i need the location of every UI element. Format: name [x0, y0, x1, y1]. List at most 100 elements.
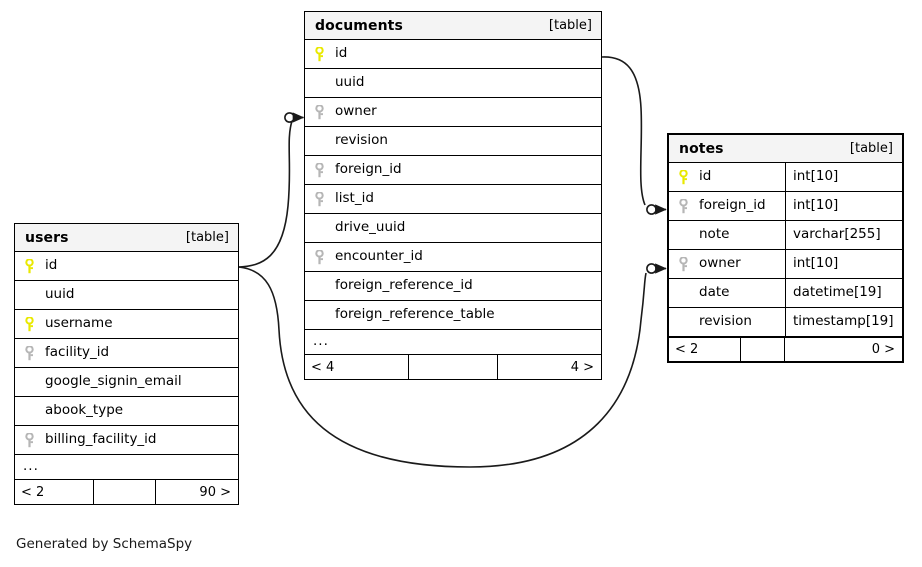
table-users-footer: < 2 90 > — [15, 480, 238, 504]
table-row[interactable]: uuid — [305, 69, 601, 98]
column-name: billing_facility_id — [45, 431, 157, 448]
column-cell: foreign_id — [305, 156, 601, 184]
foreign-key-icon — [25, 345, 45, 361]
optional-marker-circle — [284, 112, 295, 123]
foreign-key-icon — [315, 191, 335, 207]
column-name: drive_uuid — [335, 219, 406, 236]
generated-by-caption: Generated by SchemaSpy — [16, 536, 193, 552]
column-cell: id — [669, 163, 785, 191]
column-cell: id — [15, 252, 238, 280]
foreign-key-icon — [679, 198, 699, 214]
primary-key-icon — [25, 258, 45, 274]
column-cell: note — [669, 221, 785, 249]
column-name: facility_id — [45, 344, 110, 361]
column-name: list_id — [335, 190, 374, 207]
table-notes-footer: < 2 0 > — [669, 337, 902, 361]
primary-key-icon — [315, 46, 335, 62]
column-type-cell: timestamp[19] — [785, 308, 902, 336]
table-row[interactable]: facility_id — [15, 339, 238, 368]
table-documents-title: documents — [315, 17, 403, 34]
table-row[interactable]: drive_uuid — [305, 214, 601, 243]
inbound-relationship-count: < 4 — [305, 355, 409, 379]
table-row[interactable]: revision timestamp[19] — [669, 308, 902, 337]
table-notes-header: notes [table] — [669, 135, 902, 163]
table-row[interactable]: owner int[10] — [669, 250, 902, 279]
table-row[interactable]: foreign_id — [305, 156, 601, 185]
column-name: revision — [335, 132, 388, 149]
table-notes[interactable]: notes [table] id int[10] foreign_id — [667, 133, 904, 363]
primary-key-icon — [679, 169, 699, 185]
column-name: foreign_id — [335, 161, 402, 178]
column-type: int[10] — [793, 255, 839, 272]
column-cell: date — [669, 279, 785, 307]
edge-documents-id-to-notes-foreign-id — [601, 56, 667, 215]
table-row[interactable]: id int[10] — [669, 163, 902, 192]
column-name: uuid — [45, 286, 75, 303]
table-row[interactable]: uuid — [15, 281, 238, 310]
column-type-cell: int[10] — [785, 163, 902, 191]
column-cell: encounter_id — [305, 243, 601, 271]
column-type: datetime[19] — [793, 284, 882, 301]
table-row[interactable]: foreign_reference_id — [305, 272, 601, 301]
table-row[interactable]: revision — [305, 127, 601, 156]
column-cell: list_id — [305, 185, 601, 213]
column-name: date — [699, 284, 730, 301]
inbound-relationship-count: < 2 — [15, 480, 94, 504]
column-cell: facility_id — [15, 339, 238, 367]
column-name: foreign_id — [699, 197, 766, 214]
primary-key-icon — [25, 316, 45, 332]
table-row[interactable]: id — [305, 40, 601, 69]
column-name: foreign_reference_table — [335, 306, 495, 323]
column-cell: uuid — [15, 281, 238, 309]
column-type: int[10] — [793, 197, 839, 214]
table-row[interactable]: foreign_id int[10] — [669, 192, 902, 221]
table-users-kind: [table] — [185, 230, 229, 245]
column-cell: drive_uuid — [305, 214, 601, 242]
table-notes-kind: [table] — [849, 141, 893, 156]
column-type-cell: datetime[19] — [785, 279, 902, 307]
table-documents-header: documents [table] — [305, 12, 601, 40]
column-name: foreign_reference_id — [335, 277, 473, 294]
column-cell: foreign_reference_table — [305, 301, 601, 329]
table-row[interactable]: id — [15, 252, 238, 281]
foreign-key-icon — [679, 256, 699, 272]
table-row[interactable]: note varchar[255] — [669, 221, 902, 250]
table-users-title: users — [25, 229, 69, 246]
table-row[interactable]: owner — [305, 98, 601, 127]
column-cell: revision — [669, 308, 785, 336]
table-row[interactable]: date datetime[19] — [669, 279, 902, 308]
table-row[interactable]: list_id — [305, 185, 601, 214]
table-row[interactable]: foreign_reference_table — [305, 301, 601, 330]
column-type-cell: varchar[255] — [785, 221, 902, 249]
column-cell: uuid — [305, 69, 601, 97]
footer-middle-cell — [94, 480, 156, 504]
table-documents[interactable]: documents [table] id uuid owner — [304, 11, 602, 380]
column-name: google_signin_email — [45, 373, 182, 390]
column-type-cell: int[10] — [785, 192, 902, 220]
table-users[interactable]: users [table] id uuid username — [14, 223, 239, 505]
column-cell: id — [305, 40, 601, 68]
column-name: note — [699, 226, 730, 243]
column-cell: google_signin_email — [15, 368, 238, 396]
column-name: id — [699, 168, 712, 185]
column-name: encounter_id — [335, 248, 423, 265]
outbound-relationship-count: 90 > — [199, 484, 231, 500]
footer-middle-cell — [409, 355, 498, 379]
column-name: id — [45, 257, 58, 274]
column-type: varchar[255] — [793, 226, 881, 243]
column-type: timestamp[19] — [793, 313, 894, 330]
table-row[interactable]: billing_facility_id — [15, 426, 238, 455]
column-cell: billing_facility_id — [15, 426, 238, 454]
optional-marker-circle — [646, 263, 657, 274]
column-name: owner — [699, 255, 741, 272]
column-name: abook_type — [45, 402, 124, 419]
column-cell: foreign_id — [669, 192, 785, 220]
table-row[interactable]: username — [15, 310, 238, 339]
more-columns-indicator: ... — [305, 330, 601, 355]
table-row[interactable]: google_signin_email — [15, 368, 238, 397]
footer-middle-cell — [741, 338, 785, 361]
table-row[interactable]: abook_type — [15, 397, 238, 426]
table-row[interactable]: encounter_id — [305, 243, 601, 272]
column-cell: username — [15, 310, 238, 338]
